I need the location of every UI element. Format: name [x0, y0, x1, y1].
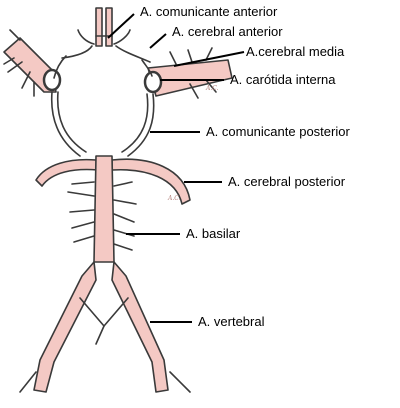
leader-cerebral-anterior — [149, 33, 167, 49]
left-carotid-and-middle-cerebral — [3, 29, 62, 97]
leader-lines — [107, 13, 245, 323]
label-comunicante-anterior: A. comunicante anterior — [140, 4, 278, 19]
leader-cerebral-media — [173, 51, 245, 67]
label-cerebral-media: A.cerebral media — [246, 44, 345, 59]
label-vertebral: A. vertebral — [198, 314, 265, 329]
right-carotid-and-middle-cerebral: A.C. — [143, 47, 233, 99]
svg-text:A.C.: A.C. — [167, 195, 181, 202]
posterior-communicating-arteries — [50, 55, 155, 157]
posterior-cerebral-arteries: A.C. — [35, 158, 191, 205]
basilar-artery — [67, 155, 137, 263]
anterior-cerebral-arteries — [61, 7, 151, 63]
label-basilar: A. basilar — [186, 226, 241, 241]
label-cerebral-anterior: A. cerebral anterior — [172, 24, 283, 39]
leader-comunicante-anterior — [107, 13, 135, 39]
label-comunicante-posterior: A. comunicante posterior — [206, 124, 350, 139]
labels: A. comunicante anterior A. cerebral ante… — [140, 4, 350, 329]
label-cerebral-posterior: A. cerebral posterior — [228, 174, 346, 189]
label-carotida-interna: A. carótida interna — [230, 72, 336, 87]
vertebral-arteries — [19, 261, 191, 393]
svg-text:A.C.: A.C. — [205, 85, 219, 92]
